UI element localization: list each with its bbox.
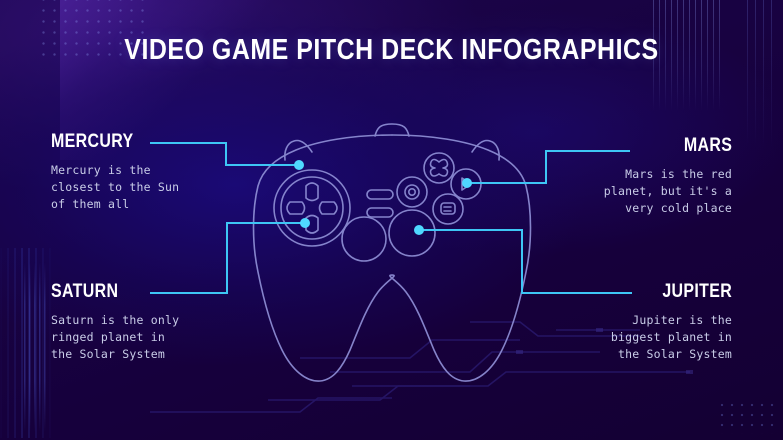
body-jupiter: Jupiter is the biggest planet in the Sol… bbox=[610, 313, 732, 361]
hotspot-dot-saturn bbox=[300, 218, 310, 228]
heading-mars: MARS bbox=[683, 135, 732, 156]
heading-saturn: SATURN bbox=[51, 281, 119, 302]
info-block-jupiter: JUPITER Jupiter is the biggest planet in… bbox=[611, 281, 732, 363]
right-edge-streaks bbox=[653, 0, 723, 112]
body-mars: Mars is the red planet, but it's a very … bbox=[603, 167, 732, 215]
heading-mercury: MERCURY bbox=[51, 131, 134, 152]
corner-dot-pattern bbox=[717, 400, 777, 434]
left-edge-stripes bbox=[0, 248, 56, 438]
hotspot-dot-mercury bbox=[294, 160, 304, 170]
connector-saturn bbox=[150, 222, 303, 294]
info-block-mercury: MERCURY Mercury is the closest to the Su… bbox=[51, 131, 179, 213]
connector-mars bbox=[468, 150, 630, 184]
body-mercury: Mercury is the closest to the Sun of the… bbox=[51, 163, 180, 211]
info-block-mars: MARS Mars is the red planet, but it's a … bbox=[604, 135, 732, 217]
left-edge-stripes-inner bbox=[24, 262, 46, 432]
hotspot-dot-mars bbox=[462, 178, 472, 188]
page-title: VIDEO GAME PITCH DECK INFOGRAPHICS bbox=[124, 34, 659, 66]
body-saturn: Saturn is the only ringed planet in the … bbox=[51, 313, 180, 361]
connector-jupiter bbox=[418, 229, 632, 294]
purple-diagonal-glow bbox=[60, 0, 290, 160]
connector-mercury bbox=[150, 142, 297, 166]
right-edge-streaks-outer bbox=[747, 0, 773, 150]
hotspot-dot-jupiter bbox=[414, 225, 424, 235]
heading-jupiter: JUPITER bbox=[662, 281, 732, 302]
circuit-trace-pattern bbox=[150, 321, 693, 413]
dot-grid-pattern bbox=[38, 0, 150, 56]
info-block-saturn: SATURN Saturn is the only ringed planet … bbox=[51, 281, 179, 363]
